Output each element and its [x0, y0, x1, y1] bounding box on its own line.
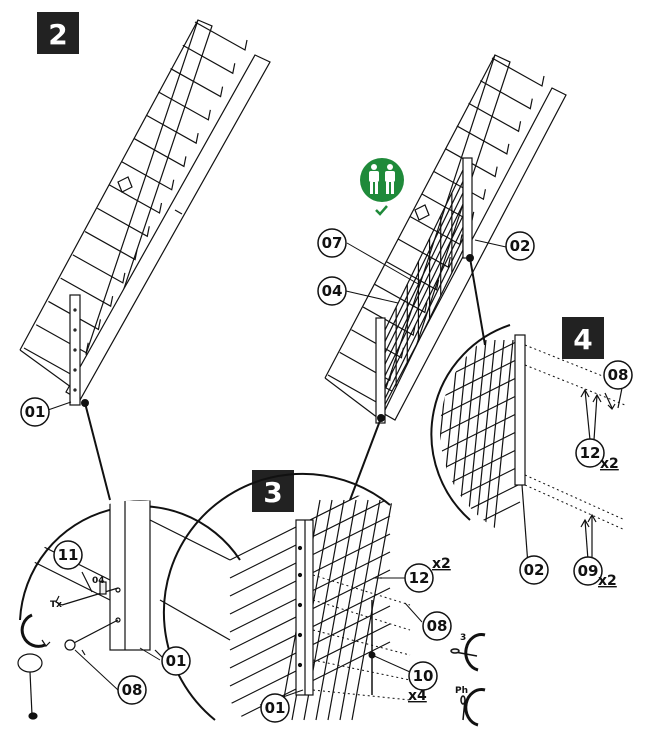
callout-01-step2-detail: 01: [161, 646, 191, 676]
screw-paths-right: [524, 344, 626, 531]
callout-11: 11: [53, 540, 83, 570]
callout-07-label: 07: [322, 234, 343, 252]
callout-08-step3: 08: [422, 611, 452, 641]
step-3-label: 3: [263, 476, 282, 509]
part-04-label: 04: [92, 576, 105, 586]
post-left-holes: [73, 308, 77, 392]
screw-paths-middle: [312, 574, 411, 701]
callout-08-step2-detail-label: 08: [122, 681, 143, 699]
callout-01-step2-detail-label: 01: [166, 652, 187, 670]
callout-04: 04: [317, 276, 347, 306]
callout-09-step4-label: 09: [578, 562, 599, 580]
bit-3-label: 3: [460, 633, 466, 643]
callout-12-step4-label: 12: [580, 444, 601, 462]
railing-panel: [384, 169, 464, 411]
staircase-left: [19, 19, 271, 406]
qty-12-step3: x2: [432, 556, 451, 572]
callout-01-step2-label: 01: [25, 403, 46, 421]
callout-02-step4-label: 02: [524, 561, 545, 579]
step-4-box: 4: [562, 317, 604, 359]
callout-08-step3-label: 08: [427, 617, 448, 635]
callout-01-step3-label: 01: [265, 699, 286, 717]
callout-04-label: 04: [322, 282, 343, 300]
two-person-icon: [360, 158, 404, 202]
detail-circle-right: [430, 324, 526, 543]
callout-12-step3: 12: [404, 563, 434, 593]
bit-tx-label: Tx: [50, 600, 62, 610]
callout-08-step2-detail: 08: [117, 675, 147, 705]
callout-12-step4: 12: [575, 438, 605, 468]
staircase-right: [324, 54, 567, 424]
callout-02-step4: 02: [519, 555, 549, 585]
callout-10-step3: 10: [408, 661, 438, 691]
callout-12-step3-label: 12: [409, 569, 430, 587]
step-2-label: 2: [48, 18, 67, 51]
qty-10-step3: x4: [408, 688, 427, 704]
callout-08-step4: 08: [603, 360, 633, 390]
callout-01-step2: 01: [20, 397, 50, 427]
qty-09-step4: x2: [598, 573, 617, 589]
bit-ph-label: Ph: [455, 686, 468, 696]
leader-lines: [81, 254, 486, 501]
hardware-left: [17, 571, 166, 720]
check-icon: [375, 205, 388, 216]
staircase-left-treads: [23, 21, 248, 377]
bit-icons-middle: [450, 633, 486, 727]
callout-07: 07: [317, 228, 347, 258]
callout-08-step4-label: 08: [608, 366, 629, 384]
step-2-box: 2: [37, 12, 79, 54]
callout-01-step3: 01: [260, 693, 290, 723]
callout-09-step4: 09: [573, 556, 603, 586]
callout-10-step3-label: 10: [413, 667, 434, 685]
callout-02-step2: 02: [505, 231, 535, 261]
callout-02-step2-label: 02: [510, 237, 531, 255]
callout-11-label: 11: [58, 546, 79, 564]
qty-12-step4: x2: [600, 456, 619, 472]
detail-circle-left: [19, 500, 241, 651]
step-4-label: 4: [573, 323, 592, 356]
